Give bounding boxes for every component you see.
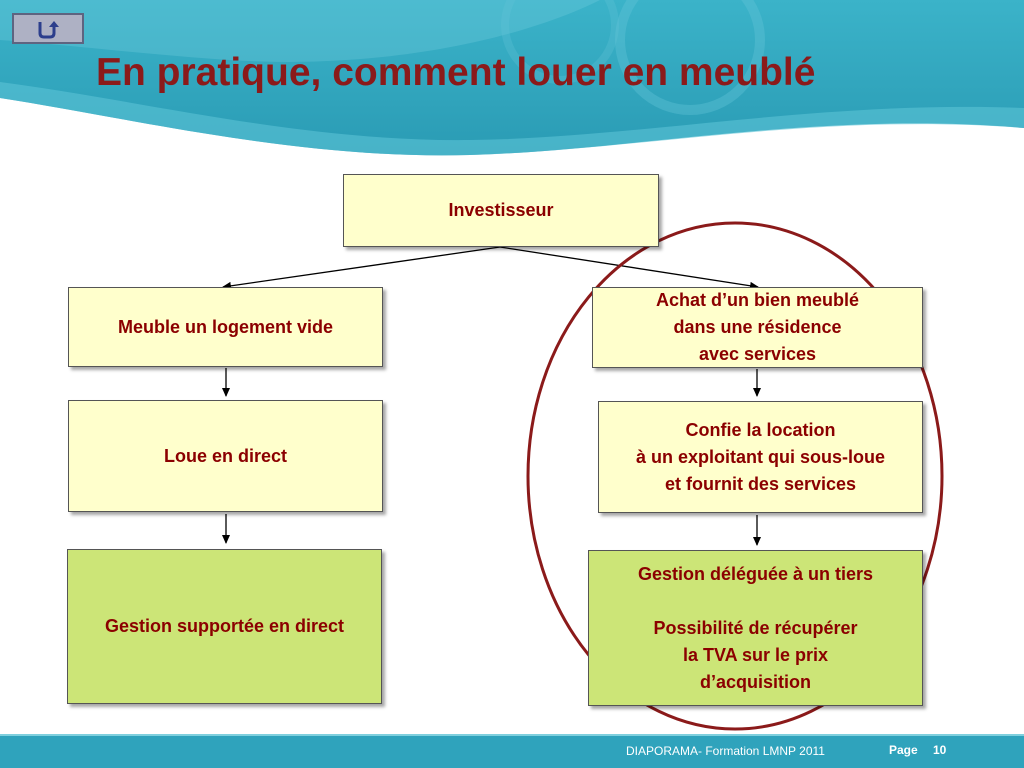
left-box-3-label: Gestion supportée en direct — [104, 616, 345, 636]
right-box-3-text: Gestion déléguée à un tiers Possibilité … — [638, 561, 873, 696]
right-box-3-line: Possibilité de récupérer — [653, 617, 858, 638]
gestion-deleguee-box: Gestion déléguée à un tiers Possibilité … — [588, 550, 923, 706]
right-box-3-line: Gestion déléguée à un tiers — [637, 563, 874, 584]
confie-location-box: Confie la location à un exploitant qui s… — [598, 401, 923, 513]
arrow-root-to-right — [499, 246, 759, 290]
right-box-2-text: Confie la location à un exploitant qui s… — [636, 417, 885, 498]
header-background — [0, 0, 1024, 156]
slide-title: En pratique, comment louer en meublé — [96, 51, 816, 94]
right-box-1-line: Achat d’un bien meublé — [655, 290, 860, 310]
left-box-1-label: Meuble un logement vide — [117, 316, 334, 337]
home-return-button[interactable] — [12, 13, 84, 44]
loue-en-direct-box: Loue en direct — [68, 400, 383, 512]
right-box-1-line: dans une résidence — [673, 317, 842, 337]
left-box-2-label: Loue en direct — [163, 445, 288, 466]
right-box-2-line: et fournit des services — [664, 473, 857, 494]
meuble-logement-vide-box: Meuble un logement vide — [68, 287, 383, 367]
right-box-3-line: la TVA sur le prix — [682, 644, 829, 665]
gestion-supportee-box: Gestion supportée en direct — [67, 549, 382, 704]
investisseur-label: Investisseur — [448, 200, 554, 220]
return-arrow-icon — [35, 18, 61, 40]
highlight-ellipse — [526, 221, 944, 731]
right-box-1-line: avec services — [698, 344, 817, 364]
right-box-3-spacer — [638, 588, 873, 615]
right-box-2-line: Confie la location — [685, 419, 836, 440]
page-label: Page — [889, 743, 918, 757]
right-box-2-line: à un exploitant qui sous-loue — [635, 446, 885, 467]
right-box-1-text: Achat d’un bien meublé dans une résidenc… — [656, 287, 859, 368]
investisseur-box: Investisseur — [343, 174, 659, 247]
right-box-3-line: d’acquisition — [699, 671, 811, 692]
achat-bien-meuble-box: Achat d’un bien meublé dans une résidenc… — [592, 287, 923, 368]
page-number: 10 — [933, 743, 947, 757]
footer-text: DIAPORAMA- Formation LMNP 2011 — [626, 744, 825, 758]
arrow-root-to-left — [222, 246, 501, 290]
